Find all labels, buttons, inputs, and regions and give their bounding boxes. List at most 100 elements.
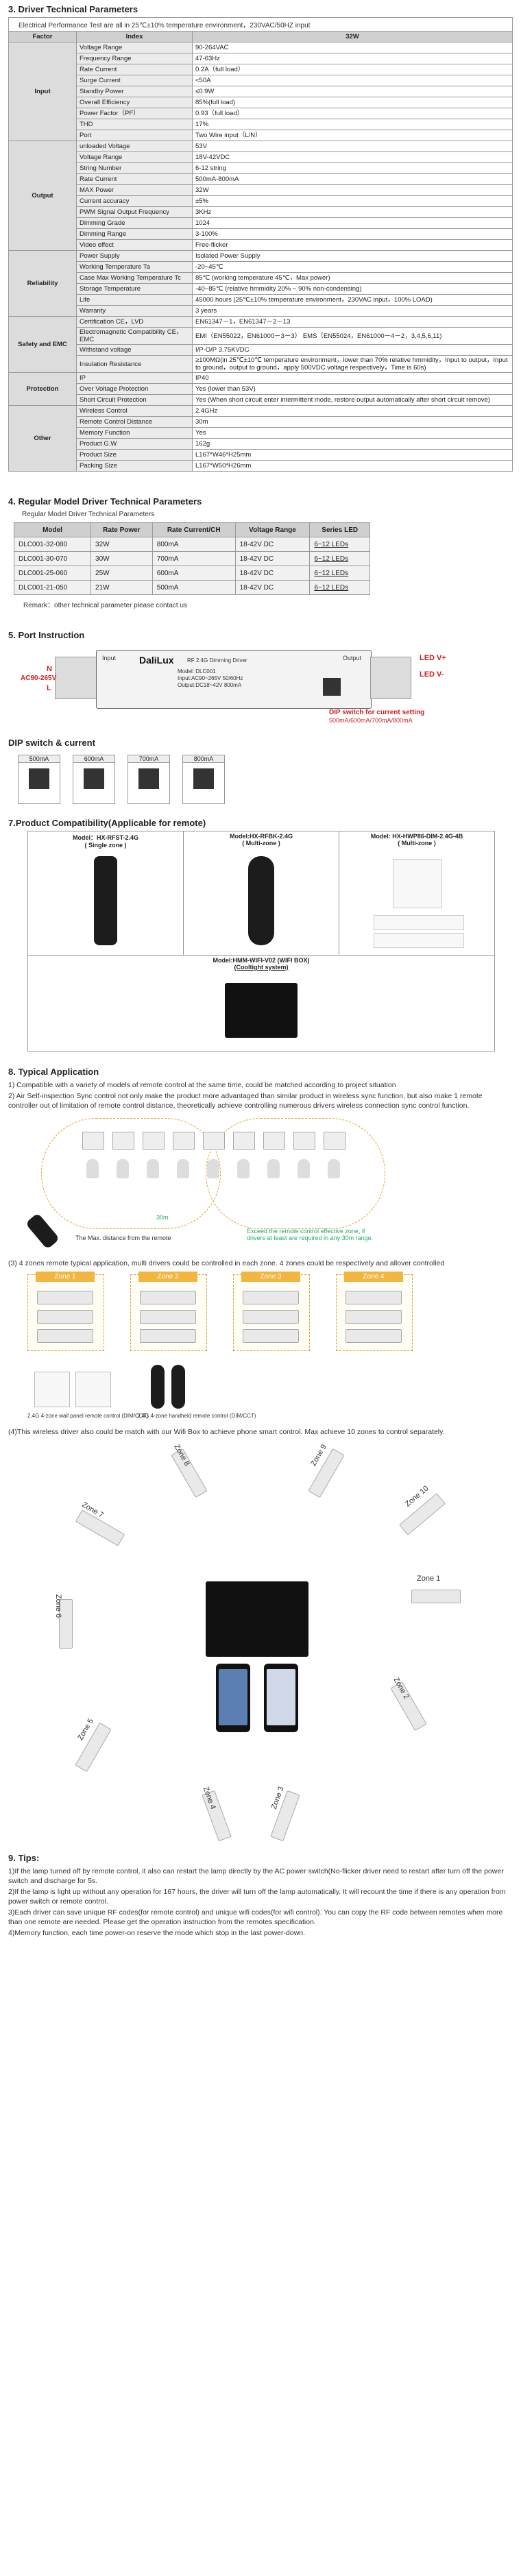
spec-index: Frequency Range [76, 53, 193, 64]
wall-panel-icon [393, 859, 442, 908]
spec-index: Remote Control Distance [76, 416, 193, 428]
model-cell: 18-42V DC [234, 566, 311, 581]
compat-cell-3: Model: HX-HWP86-DIM-2.4G-4B ( Multi-zone… [339, 831, 494, 956]
spec-row: Storage Temperature-40~85℃ (relative hmm… [9, 283, 513, 295]
spec-value: <50A [192, 75, 513, 86]
spec-value: L167*W50*H26mm [192, 460, 513, 472]
section-3-title: 3. Driver Technical Parameters [8, 4, 138, 14]
spec-index: Withstand voltage [76, 344, 193, 356]
spec-row: Working Temperature Ta-20~45℃ [9, 261, 513, 273]
output-line: Output:DC18~42V 800mA [178, 682, 242, 688]
panel-button-icon [374, 915, 464, 930]
spec-value: 0.2A（full load） [192, 64, 513, 75]
spec-head-power: 32W [192, 31, 513, 42]
dip-note-2: 500mA/600mA/700mA/800mA [329, 717, 413, 724]
lamp-bulb-icon [267, 1159, 280, 1178]
caption-wall-remote: 2.4G 4-zone wall panel remote control (D… [27, 1413, 149, 1419]
model-cell: 32W [90, 537, 153, 552]
dip-switch-icon [29, 768, 49, 789]
dip-note-1: DIP switch for current setting [329, 709, 425, 716]
lamp-bulb-icon [86, 1159, 99, 1178]
compat-model-4: Model:HMM-WIFI-V02 (WIFI BOX) [213, 957, 310, 964]
spec-index: Wireless Control [76, 405, 193, 417]
spec-value: 18V-42VDC [192, 151, 513, 163]
spec-value: I/P-O/P 3.75KVDC [192, 344, 513, 356]
model-cell: 18-42V DC [234, 537, 311, 552]
spec-value: 3-100% [192, 228, 513, 240]
label-l: L [47, 684, 51, 692]
compat-model-2: Model:HX-RFBK-2.4G [230, 833, 293, 840]
output-terminal [370, 657, 411, 699]
label-ac: AC90-265V [21, 675, 57, 682]
model-head-current: Rate Current/CH [152, 522, 236, 537]
spec-row: Standby Power≤0.9W [9, 86, 513, 97]
spec-index: Electromagnetic Compatibility CE，EMC [76, 327, 193, 345]
spec-index: Over Voltage Protection [76, 383, 193, 395]
dip-label-4: 800mA [183, 755, 224, 763]
lamp-driver-icon [263, 1132, 285, 1150]
spec-value: 32W [192, 184, 513, 196]
spec-value: -40~85℃ (relative hmmidity 20% ~ 90% non… [192, 283, 513, 295]
spec-index: Rate Current [76, 173, 193, 185]
exceed-note: Exceed the remote control effective zone… [247, 1228, 374, 1241]
spec-value: 53V [192, 141, 513, 152]
lamp-bulb-icon [328, 1159, 340, 1178]
spec-value: EMI（EN55022，EN61000－3－3） EMS（EN55024，EN6… [192, 327, 513, 345]
zone-driver-icon [243, 1291, 299, 1304]
lamp-driver-icon [173, 1132, 195, 1150]
spec-value: 17% [192, 119, 513, 130]
wifi-zone-label: Zone 1 [417, 1575, 441, 1583]
model-cell: 21W [90, 580, 153, 595]
zone-driver-icon [140, 1291, 196, 1304]
model-subtitle: Regular Model Driver Technical Parameter… [22, 511, 155, 518]
compat-cell-2: Model:HX-RFBK-2.4G ( Multi-zone ) [184, 831, 339, 956]
spec-head-factor: Factor [8, 31, 77, 42]
dip-col-3: 700mA [128, 755, 170, 804]
lamp-bulb-icon [147, 1159, 159, 1178]
model-cell: 6~12 LEDs [309, 551, 370, 566]
spec-index: PWM Signal Output Frequency [76, 206, 193, 218]
spec-value: 90-264VAC [192, 42, 513, 53]
spec-index: Storage Temperature [76, 283, 193, 295]
section-9-title: 9. Tips: [8, 1853, 40, 1863]
spec-value: Yes [192, 427, 513, 439]
zone-driver-icon [37, 1310, 93, 1324]
spec-value: ≥100MΩ(in 25℃±10℃ temperature environmen… [192, 355, 513, 373]
spec-value: 3KHz [192, 206, 513, 218]
model-cell: 18-42V DC [234, 551, 311, 566]
distance-30m: 30m [156, 1214, 169, 1221]
model-cell: 800mA [152, 537, 236, 552]
remote-multi-icon [248, 856, 274, 945]
wifi-box-icon [225, 983, 298, 1038]
wifi-zone-driver-icon [390, 1681, 427, 1731]
dip-col-4: 800mA [182, 755, 225, 804]
zone-label-3: Zone 3 [241, 1272, 300, 1282]
spec-index: Dimming Range [76, 228, 193, 240]
remote-icon [25, 1213, 60, 1250]
spec-value: Yes (lower than 53V) [192, 383, 513, 395]
spec-value: 162g [192, 438, 513, 450]
zone-label-4: Zone 4 [344, 1272, 403, 1282]
spec-group-label: Output [8, 141, 77, 251]
section-4-title: 4. Regular Model Driver Technical Parame… [8, 496, 202, 507]
lamp-bulb-icon [237, 1159, 250, 1178]
spec-index: Voltage Range [76, 42, 193, 53]
wall-panel-icon [75, 1372, 111, 1407]
